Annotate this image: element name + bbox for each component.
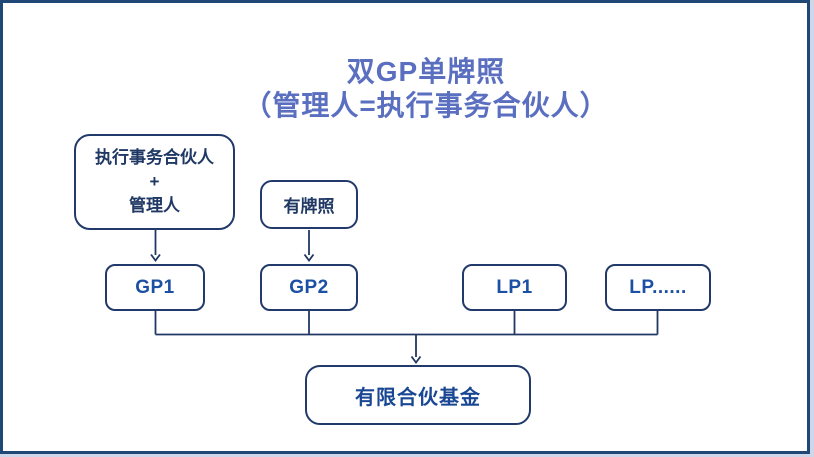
node-gp2: GP2 xyxy=(260,264,358,311)
arrow-gp-manager-to-gp1 xyxy=(150,230,161,262)
node-label-line: 执行事务合伙人 xyxy=(95,148,214,167)
bus-line-partners xyxy=(154,311,659,336)
node-gp1: GP1 xyxy=(105,264,205,311)
title-line-1: 双GP单牌照 xyxy=(346,56,506,87)
node-label-line: + xyxy=(149,172,160,191)
arrow-licensed-to-gp2 xyxy=(303,230,315,262)
node-label: 有限合伙基金 xyxy=(355,386,481,409)
arrow-bus-to-fund xyxy=(410,334,422,364)
node-label-line: 管理人 xyxy=(129,196,180,215)
node-label: GP1 xyxy=(135,276,175,298)
node-label: GP2 xyxy=(289,276,329,298)
node-executive-partner-manager: 执行事务合伙人 + 管理人 xyxy=(74,134,235,230)
node-lp1: LP1 xyxy=(462,264,567,311)
node-lp-more: LP...... xyxy=(605,264,711,311)
node-licensed: 有牌照 xyxy=(260,180,358,229)
title-line-2: （管理人=执行事务合伙人） xyxy=(243,90,609,121)
node-label: LP...... xyxy=(629,276,687,298)
node-label: LP1 xyxy=(496,276,533,298)
diagram-title: 双GP单牌照 （管理人=执行事务合伙人） xyxy=(39,55,813,123)
node-label: 有牌照 xyxy=(283,197,335,216)
node-limited-partnership-fund: 有限合伙基金 xyxy=(305,365,531,425)
